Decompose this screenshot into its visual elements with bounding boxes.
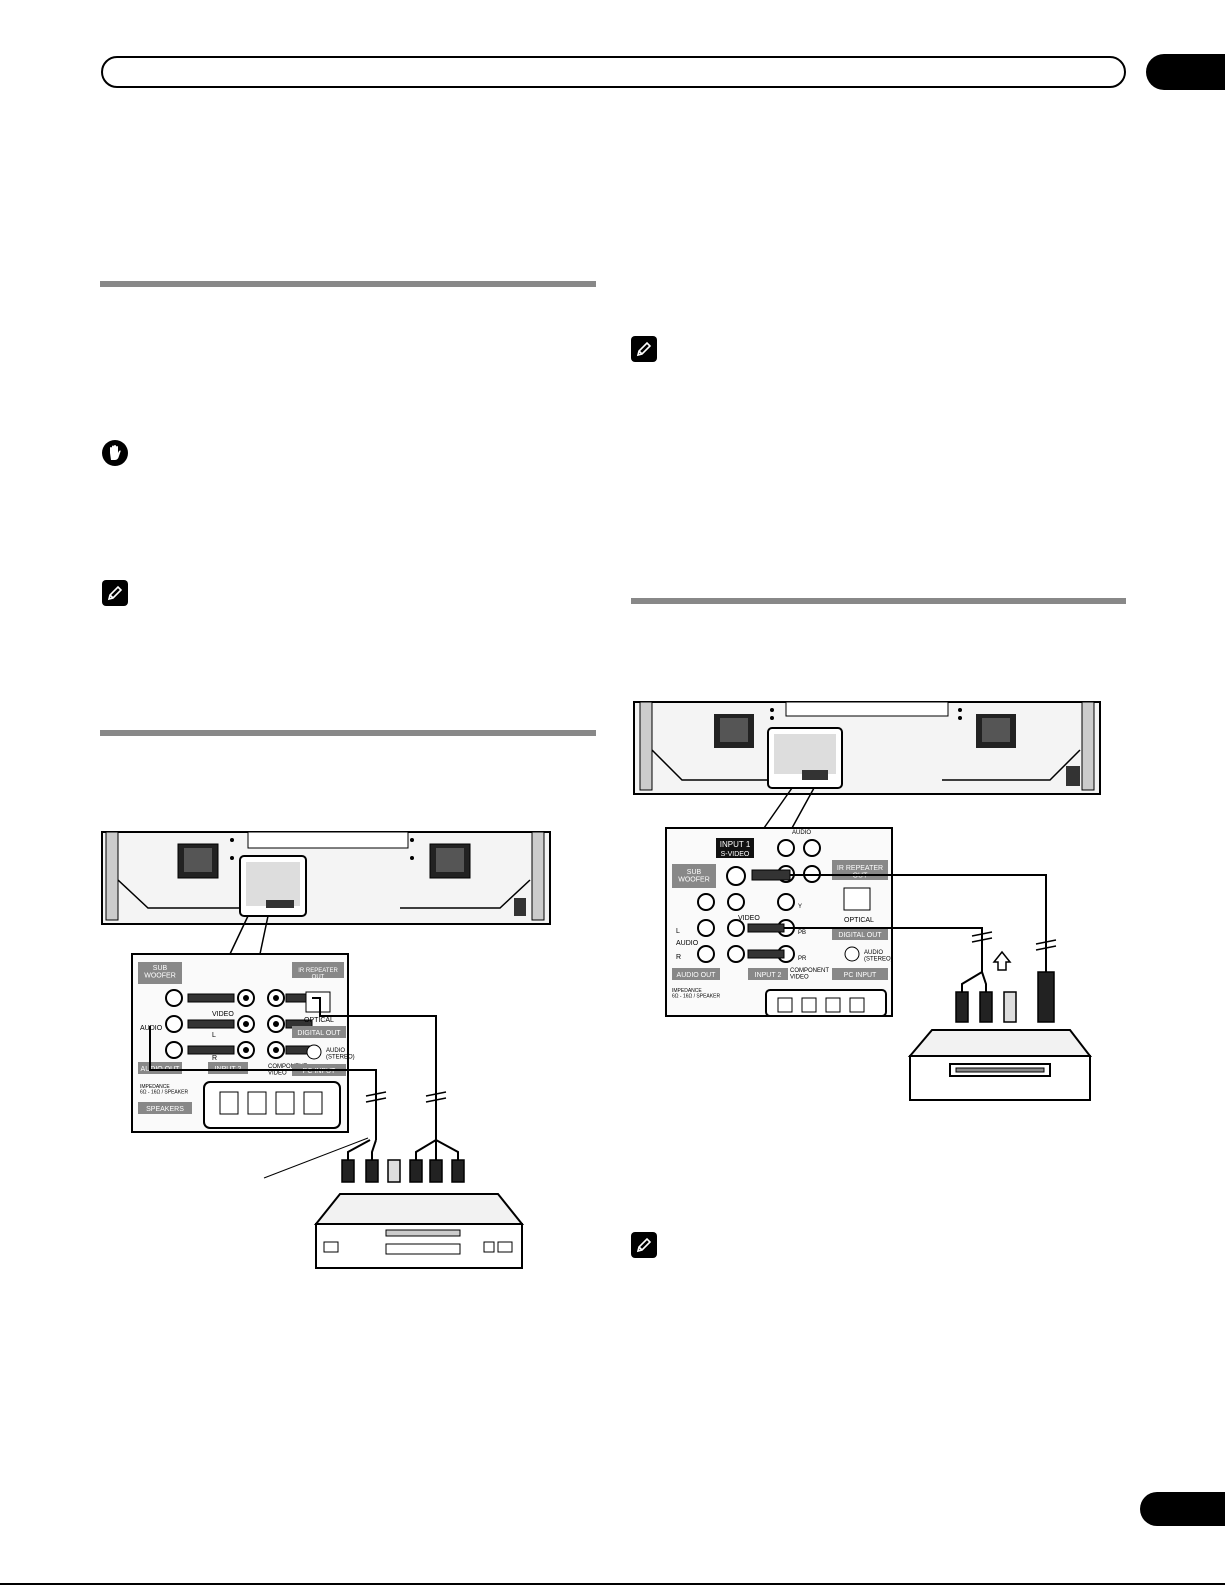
l-label: L (212, 1032, 216, 1039)
s-video-label: S-VIDEO (721, 851, 750, 858)
vcr (907, 1029, 1093, 1101)
video-label: VIDEO (212, 1011, 234, 1018)
page-bottom-line (0, 1583, 1225, 1585)
pencil-note-icon (631, 336, 657, 362)
pc-input-label: PC INPUT (303, 1068, 336, 1075)
optical-label: OPTICAL (844, 917, 874, 924)
digital-out-label: DIGITAL OUT (838, 932, 882, 939)
pr-label: PR (798, 956, 807, 962)
video-label: VIDEO (738, 915, 760, 922)
dvd-player (313, 1193, 525, 1269)
hand-stop-icon (102, 440, 128, 466)
pencil-note-icon (102, 580, 128, 606)
pencil-note-icon (631, 1232, 657, 1258)
header-bar (101, 56, 1126, 88)
l-label: L (676, 928, 680, 935)
audio-label: AUDIO (676, 940, 699, 947)
section-rule-3 (631, 598, 1126, 604)
audio-out-label: AUDIO OUT (677, 972, 717, 979)
y-label: Y (798, 904, 802, 910)
input-2-label: INPUT 2 (755, 972, 782, 979)
tv-rear-panel (101, 831, 551, 925)
speakers-label: SPEAKERS (146, 1106, 184, 1113)
pb-label: PB (798, 930, 806, 936)
page-number-tab (1140, 1492, 1225, 1526)
audio-top-label: AUDIO (792, 830, 811, 836)
section-rule-2 (100, 730, 596, 736)
section-rule-1 (100, 281, 596, 287)
audio-stereo-label: AUDIO(STEREO) (326, 1048, 355, 1061)
input-1-label: INPUT 1 (720, 840, 751, 849)
pc-input-label: PC INPUT (844, 972, 877, 979)
r-label: R (212, 1055, 217, 1062)
r-label: R (676, 954, 681, 961)
digital-out-label: DIGITAL OUT (297, 1030, 341, 1037)
audio-stereo-label: AUDIO(STEREO) (864, 950, 893, 963)
chapter-tab (1146, 54, 1225, 90)
audio-label: AUDIO (140, 1025, 163, 1032)
optical-label: OPTICAL (304, 1017, 334, 1024)
tv-rear-panel (633, 701, 1101, 795)
